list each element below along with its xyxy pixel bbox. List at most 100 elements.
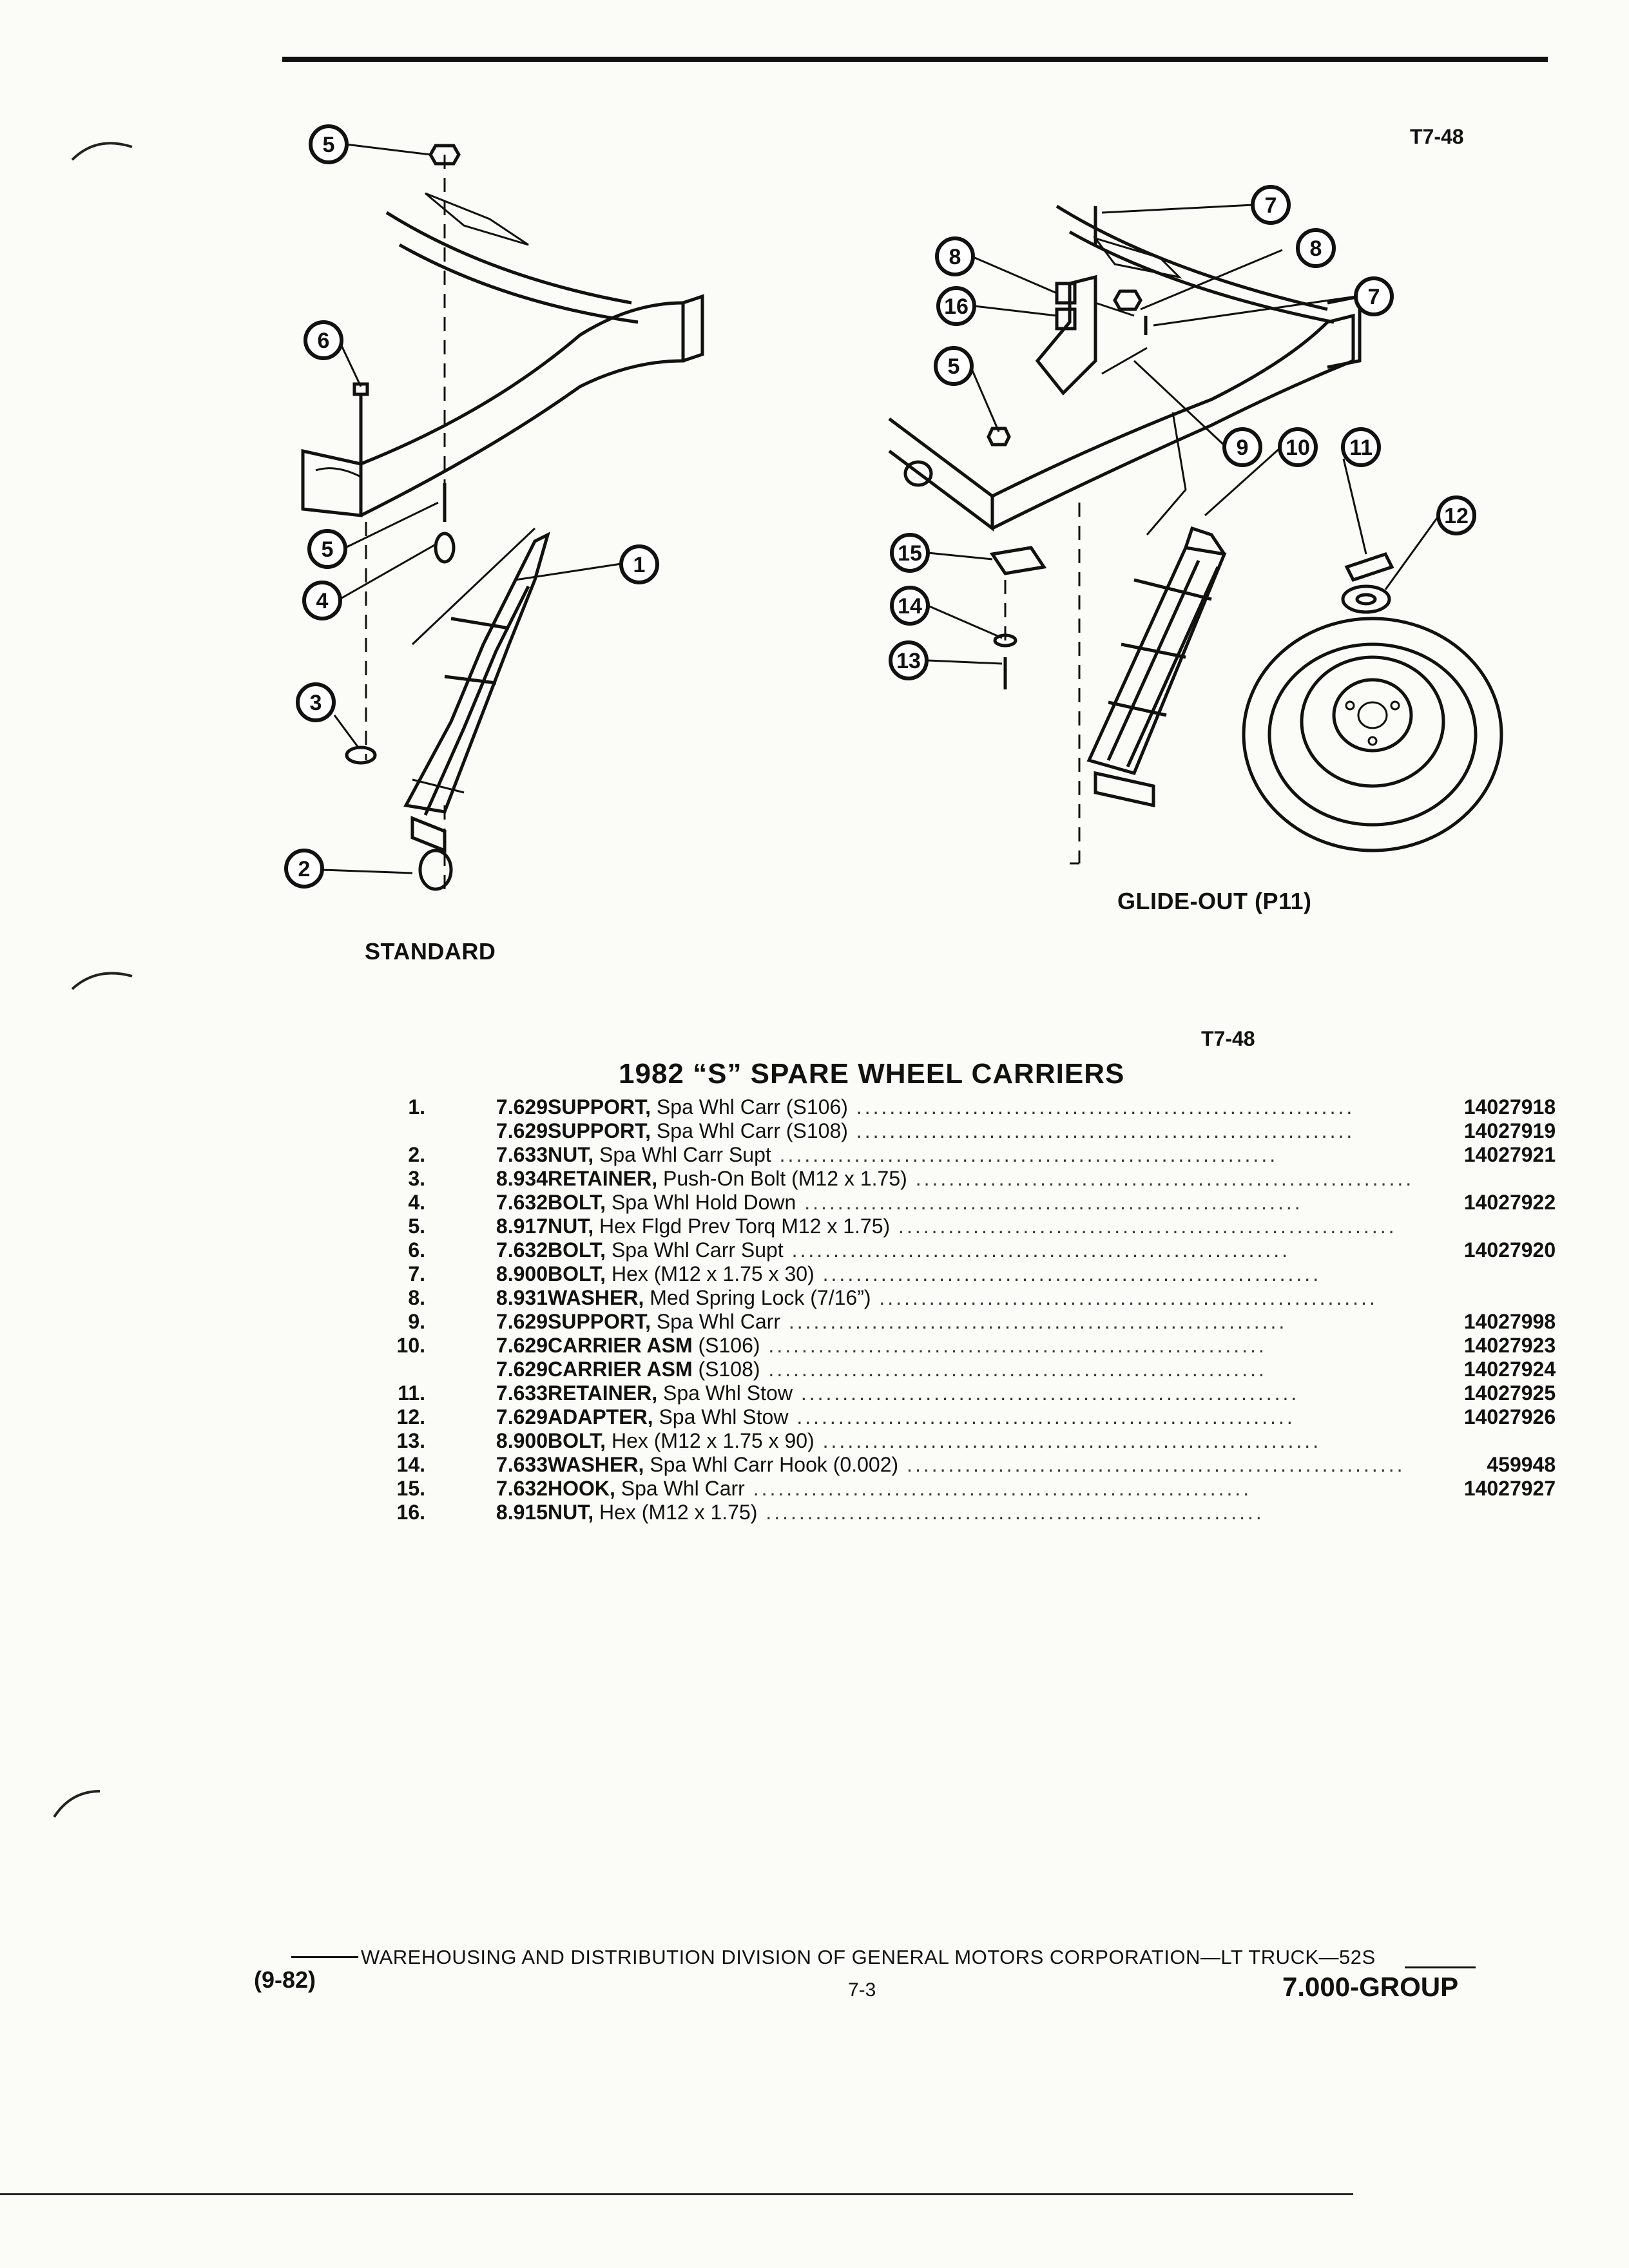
part-detail: Spa Whl Carr Supt [611, 1238, 784, 1262]
item-number: 11. [398, 1381, 425, 1405]
part-number: 459948 [1487, 1453, 1556, 1476]
diagram-drawing [301, 143, 1503, 896]
callout-8-glideout-left: 8 [935, 236, 975, 276]
part-detail: Spa Whl Carr Supt [599, 1143, 771, 1166]
part-description: ADAPTER, Spa Whl Stow ..................… [548, 1405, 1414, 1429]
dot-leader: ........................................… [898, 1453, 1405, 1476]
callout-4-standard: 4 [302, 581, 342, 620]
part-number [1414, 1262, 1556, 1286]
callout-5-standard-top: 5 [309, 124, 349, 164]
group-number: 8.900 [496, 1429, 548, 1452]
dot-leader: ........................................… [907, 1167, 1414, 1190]
group-number: 7.629 [496, 1310, 548, 1333]
figure-ref-top: T7-48 [1410, 125, 1464, 148]
item-number: 8. [408, 1286, 425, 1309]
callout-number: 7 [1265, 193, 1277, 218]
item-number: 6. [408, 1238, 425, 1262]
part-description: SUPPORT, Spa Whl Carr (S106) ...........… [548, 1095, 1414, 1119]
part-description: CARRIER ASM (S108) .....................… [548, 1358, 1414, 1381]
dot-leader: ........................................… [780, 1310, 1287, 1333]
callout-number: 6 [318, 329, 330, 353]
part-name: BOLT, [548, 1238, 606, 1262]
footer-text: WAREHOUSING AND DISTRIBUTION DIVISION OF… [361, 1946, 1376, 1968]
part-description: NUT, Hex (M12 x 1.75) ..................… [548, 1501, 1414, 1524]
part-detail: Spa Whl Carr [656, 1310, 780, 1333]
callout-6-standard: 6 [304, 320, 343, 360]
footer-date: (9-82) [254, 1966, 316, 1993]
dot-leader: ........................................… [890, 1215, 1397, 1238]
callout-1-standard: 1 [619, 544, 659, 584]
part-number: 14027921 [1463, 1143, 1556, 1166]
item-number: 14. [396, 1453, 425, 1476]
dot-leader: ........................................… [771, 1143, 1278, 1166]
footer-group: 7.000-GROUP [1282, 1972, 1459, 2002]
part-description: SUPPORT, Spa Whl Carr ..................… [548, 1310, 1414, 1334]
part-number: 14027919 [1463, 1119, 1556, 1142]
part-number [1414, 1167, 1556, 1191]
part-detail: Push-On Bolt (M12 x 1.75) [662, 1167, 907, 1190]
callout-number: 12 [1444, 504, 1469, 528]
part-name: WASHER, [548, 1286, 644, 1309]
group-number: 8.931 [496, 1286, 548, 1309]
part-detail: Spa Whl Carr [621, 1477, 745, 1500]
callout-number: 3 [310, 691, 322, 715]
dot-leader: ........................................… [760, 1358, 1267, 1381]
dot-leader: ........................................… [847, 1119, 1355, 1142]
callout-number: 15 [898, 541, 922, 566]
part-name: CARRIER ASM [548, 1358, 693, 1381]
item-number: 2. [408, 1143, 425, 1166]
part-number: 14027923 [1463, 1334, 1556, 1357]
part-number: 14027925 [1463, 1381, 1556, 1405]
standard-carrier-support [403, 527, 550, 891]
dot-leader: ........................................… [814, 1262, 1322, 1285]
catalog-title: 1982 “S” SPARE WHEEL CARRIERS [619, 1058, 1125, 1090]
group-number: 7.629 [496, 1119, 548, 1142]
standard-frame-crossmember [301, 192, 704, 517]
figure-ref-mid: T7-48 [1201, 1027, 1255, 1050]
callout-number: 2 [298, 857, 311, 881]
group-number: 7.629 [496, 1405, 548, 1428]
callout-number: 5 [323, 133, 335, 157]
part-number: 14027926 [1463, 1405, 1556, 1428]
footer-page-number: 7-3 [848, 1979, 876, 2001]
label-standard: STANDARD [365, 938, 496, 965]
part-detail: Hex (M12 x 1.75) [599, 1501, 758, 1524]
callout-number: 7 [1368, 285, 1380, 309]
part-description: BOLT, Spa Whl Carr Supt ................… [548, 1238, 1414, 1262]
callout-markers: 5 6 5 4 3 2 1 7 8 8 16 7 5 9 10 11 12 15… [284, 124, 1476, 889]
callout-8-glideout-right: 8 [1296, 228, 1336, 268]
item-number: 5. [408, 1215, 425, 1238]
part-detail: Spa Whl Carr Hook (0.002) [650, 1453, 899, 1476]
dot-leader: ........................................… [871, 1286, 1378, 1309]
callout-number: 14 [898, 594, 922, 619]
callout-number: 1 [633, 553, 646, 577]
glideout-frame [888, 204, 1362, 532]
callout-number: 13 [896, 649, 921, 673]
callout-12-glideout: 12 [1436, 495, 1476, 535]
part-name: NUT, [548, 1215, 594, 1238]
part-detail: Spa Whl Stow [662, 1381, 793, 1405]
spare-wheel [1242, 617, 1503, 852]
dot-leader: ........................................… [847, 1095, 1355, 1119]
item-number: 13. [396, 1429, 425, 1452]
item-number: 16. [396, 1501, 425, 1524]
part-description: RETAINER, Push-On Bolt (M12 x 1.75) ....… [548, 1167, 1414, 1191]
group-number: 8.934 [496, 1167, 548, 1190]
callout-14-glideout: 14 [890, 586, 930, 626]
bottom-rule [0, 2193, 1353, 2195]
part-name: BOLT, [548, 1429, 606, 1452]
group-number: 7.629 [496, 1095, 548, 1119]
part-detail: Spa Whl Carr (S106) [656, 1095, 848, 1119]
part-number: 14027998 [1463, 1310, 1556, 1333]
glideout-hardware [987, 206, 1148, 447]
part-detail: Hex (M12 x 1.75 x 30) [611, 1262, 815, 1285]
group-number: 8.915 [496, 1501, 548, 1524]
